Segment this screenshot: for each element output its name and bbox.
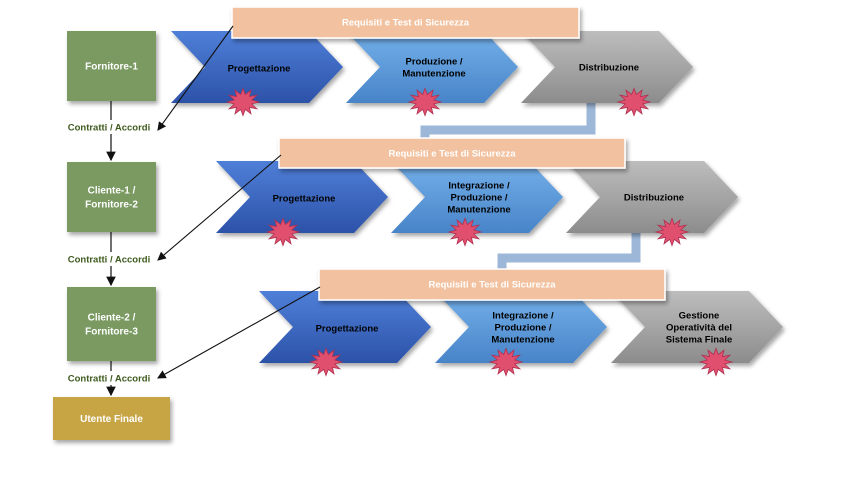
contract-label-bg (64, 120, 154, 134)
risk-star-row2-2 (447, 217, 483, 247)
requirements-banner-label-3: Requisiti e Test di Sicurezza (428, 279, 556, 290)
requirements-banner-3 (318, 268, 666, 301)
stage-label-row2-3: Distribuzione (624, 192, 684, 203)
stage-chevron-row1-2 (346, 31, 518, 103)
requirements-banner-1 (231, 6, 580, 39)
stage-chevron-row3-3 (611, 291, 783, 363)
stage-label-row1-1: Progettazione (228, 63, 291, 74)
stage-label-row2-2: Integrazione /Produzione /Manutenzione (447, 180, 510, 215)
contract-label-3: Contratti / Accordi (68, 373, 151, 384)
stage-chevron-row1-1 (171, 31, 343, 103)
entity-cliente-1-fornitore-2-label: Cliente-1 /Fornitore-2 (85, 186, 138, 211)
contract-label-1: Contratti / Accordi (68, 122, 151, 133)
entity-fornitore-1-label: Fornitore-1 (85, 62, 138, 73)
stage-chevron-row3-2 (435, 291, 607, 363)
risk-star-row2-1 (265, 217, 301, 247)
requirements-banner-label-1: Requisiti e Test di Sicurezza (342, 17, 470, 28)
requirements-banner-label-2: Requisiti e Test di Sicurezza (388, 148, 516, 159)
entity-cliente-2-fornitore-3-label: Cliente-2 /Fornitore-3 (85, 313, 138, 338)
stage-chevron-row2-1 (216, 161, 388, 233)
risk-star-row3-3 (698, 347, 734, 377)
requirement-arrow-1 (157, 25, 234, 131)
stage-label-row3-1: Progettazione (316, 323, 379, 334)
stage-label-row1-3: Distribuzione (579, 62, 639, 73)
risk-star-row3-1 (308, 347, 344, 377)
entity-fornitore-1 (67, 31, 156, 101)
risk-star-row1-3 (616, 87, 652, 117)
stage-label-row3-2: Integrazione /Produzione /Manutenzione (491, 310, 554, 345)
requirements-banner-2 (278, 137, 626, 169)
entity-cliente-2-fornitore-3 (67, 287, 156, 361)
stage-chevron-row1-3 (521, 31, 693, 103)
contract-label-bg (64, 371, 154, 385)
risk-star-row3-2 (488, 347, 524, 377)
stage-chevron-row2-2 (391, 161, 563, 233)
risk-star-row2-3 (654, 217, 690, 247)
contract-label-2: Contratti / Accordi (68, 254, 151, 265)
entity-cliente-1-fornitore-2 (67, 162, 156, 232)
risk-star-row1-1 (225, 87, 261, 117)
requirement-arrow-3 (157, 286, 321, 379)
stage-label-row1-2: Produzione /Manutenzione (402, 56, 465, 79)
row-connector-2 (497, 230, 641, 276)
stage-chevron-row2-3 (566, 161, 738, 233)
contract-label-bg (64, 252, 154, 266)
entity-utente-finale (53, 397, 170, 440)
entity-utente-finale-label: Utente Finale (80, 414, 143, 425)
stage-chevron-row3-1 (259, 291, 431, 363)
requirement-arrow-2 (157, 154, 282, 261)
risk-star-row1-2 (407, 87, 443, 117)
stage-label-row2-1: Progettazione (273, 193, 336, 204)
